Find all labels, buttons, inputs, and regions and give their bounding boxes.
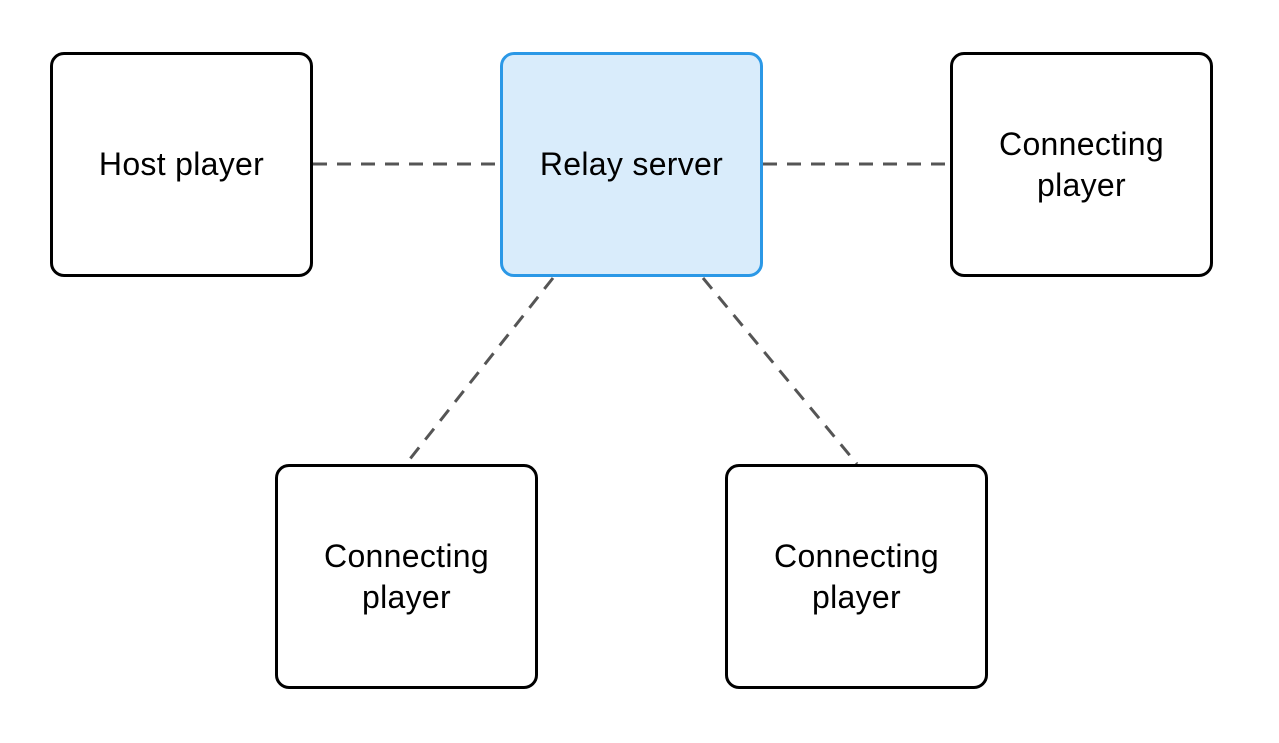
host-player-node: Host player [50,52,313,277]
connecting-player-node-bottom-right: Connecting player [725,464,988,689]
connecting-player-label-bottom-right: Connecting player [774,537,939,615]
connecting-player-node-right: Connecting player [950,52,1213,277]
relay-server-label: Relay server [539,146,724,182]
relay-server-node: Relay server [500,52,763,277]
connecting-player-node-bottom-left: Connecting player [275,464,538,689]
host-player-label: Host player [98,146,265,182]
connector-relay-bottom-right [701,277,859,465]
connecting-player-label-right: Connecting player [999,125,1164,203]
connector-relay-bottom-left [404,277,555,465]
connecting-player-label-bottom-left: Connecting player [324,537,489,615]
